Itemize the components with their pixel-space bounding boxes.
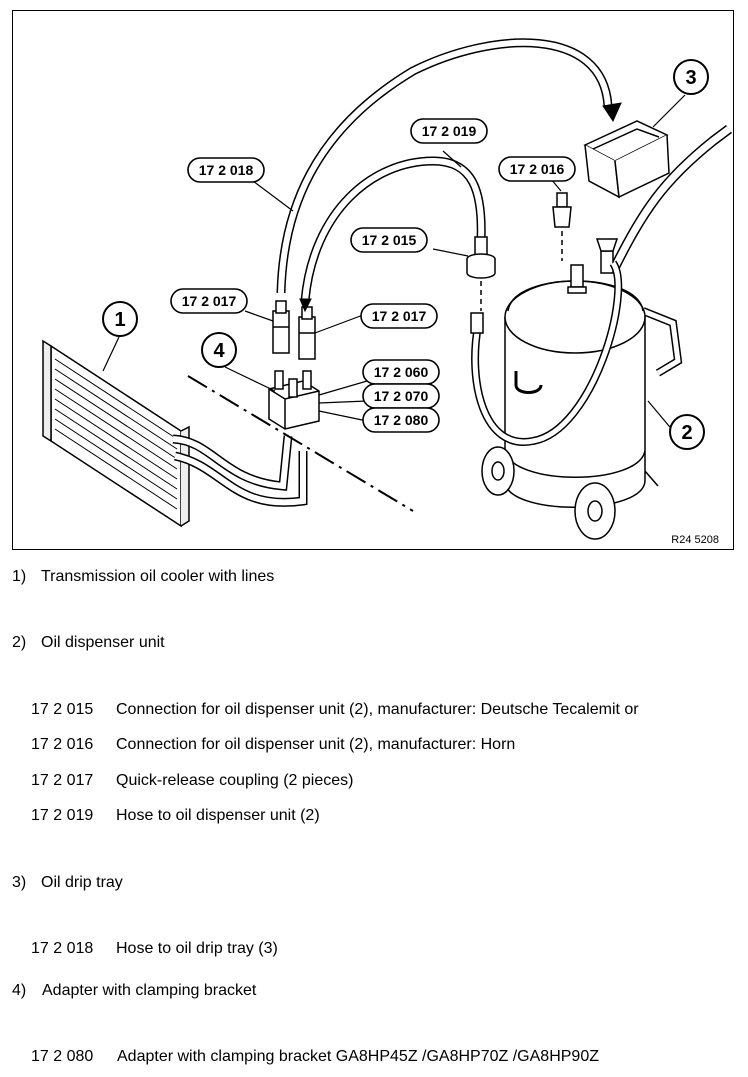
tool-description: Hose to oil drip tray (3) bbox=[116, 940, 278, 957]
adapter-drawing bbox=[268, 370, 320, 430]
svg-text:17 2 017: 17 2 017 bbox=[372, 308, 427, 324]
tool-code: 17 2 016 bbox=[31, 736, 94, 753]
svg-text:17 2 060: 17 2 060 bbox=[374, 364, 429, 380]
tool-label-172016: 17 2 016 bbox=[498, 156, 576, 182]
legend-number: 1) bbox=[12, 568, 27, 585]
tool-label-172015: 17 2 015 bbox=[350, 227, 428, 253]
svg-text:17 2 080: 17 2 080 bbox=[374, 412, 429, 428]
svg-text:4: 4 bbox=[213, 340, 225, 362]
tool-code: 17 2 080 bbox=[31, 1048, 94, 1065]
legend-text: Oil dispenser unit bbox=[41, 634, 165, 651]
svg-text:2: 2 bbox=[681, 422, 692, 444]
callout-1: 1 bbox=[102, 301, 138, 337]
drip-tray-drawing bbox=[583, 120, 670, 199]
hoses-drawing bbox=[276, 38, 622, 313]
oil-cooler-drawing bbox=[42, 339, 308, 528]
technical-diagram: .lbl { font-family:"Liberation Sans", sa… bbox=[12, 10, 734, 550]
tool-description: Connection for oil dispenser unit (2), m… bbox=[116, 736, 516, 753]
svg-text:1: 1 bbox=[114, 309, 125, 331]
svg-text:17 2 018: 17 2 018 bbox=[199, 162, 254, 178]
tool-label-172060: 17 2 060 bbox=[362, 359, 440, 385]
tool-code: 17 2 015 bbox=[31, 701, 94, 718]
svg-text:17 2 017: 17 2 017 bbox=[182, 293, 237, 309]
tool-label-172070: 17 2 070 bbox=[362, 383, 440, 409]
tool-description: Hose to oil dispenser unit (2) bbox=[116, 807, 320, 824]
oil-dispenser-drawing bbox=[470, 125, 732, 540]
callout-4: 4 bbox=[201, 332, 237, 368]
figure-reference: R24 5208 bbox=[671, 534, 719, 546]
connection-015-drawing bbox=[466, 236, 496, 311]
legend-text: Adapter with clamping bracket bbox=[42, 982, 257, 999]
tool-label-172017-left: 17 2 017 bbox=[170, 288, 248, 314]
tool-label-172080: 17 2 080 bbox=[362, 407, 440, 433]
legend-text: Oil drip tray bbox=[41, 874, 123, 891]
connection-016-drawing bbox=[552, 192, 572, 261]
tool-label-172019: 17 2 019 bbox=[410, 118, 488, 144]
tool-code: 17 2 019 bbox=[31, 807, 94, 824]
tool-description: Connection for oil dispenser unit (2), m… bbox=[116, 701, 639, 718]
svg-text:3: 3 bbox=[685, 67, 696, 89]
legend-number: 3) bbox=[12, 874, 27, 891]
callout-2: 2 bbox=[669, 414, 705, 450]
tool-code: 17 2 018 bbox=[31, 940, 94, 957]
tool-description: Adapter with clamping bracket GA8HP45Z /… bbox=[117, 1048, 599, 1065]
tool-label-172018: 17 2 018 bbox=[187, 157, 265, 183]
tool-description: Quick-release coupling (2 pieces) bbox=[116, 772, 354, 789]
legend-number: 2) bbox=[12, 634, 27, 651]
tool-code: 17 2 017 bbox=[31, 772, 94, 789]
quick-couplings-drawing bbox=[272, 300, 316, 360]
svg-text:17 2 015: 17 2 015 bbox=[362, 232, 417, 248]
svg-text:17 2 070: 17 2 070 bbox=[374, 388, 429, 404]
callout-3: 3 bbox=[673, 59, 709, 95]
svg-text:17 2 019: 17 2 019 bbox=[422, 123, 477, 139]
tool-label-172017-right: 17 2 017 bbox=[360, 303, 438, 329]
legend-number: 4) bbox=[12, 982, 27, 999]
legend-text: Transmission oil cooler with lines bbox=[41, 568, 275, 585]
svg-text:17 2 016: 17 2 016 bbox=[510, 161, 565, 177]
diagram-svg: .lbl { font-family:"Liberation Sans", sa… bbox=[42, 38, 732, 546]
